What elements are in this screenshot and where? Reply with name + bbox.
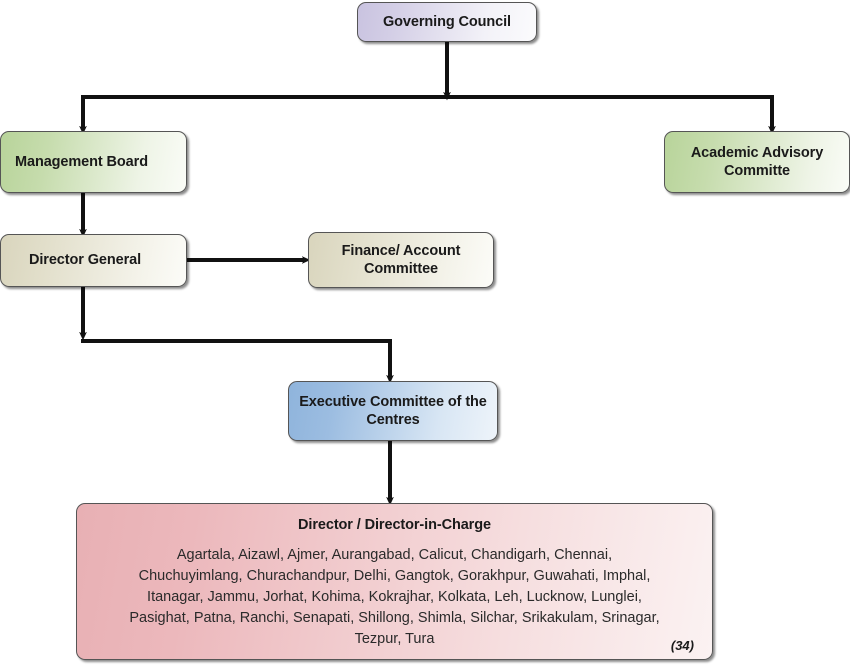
node-executive-committee-of-the-centres[interactable]: Executive Committee of the Centres [288,381,498,441]
node-director-general[interactable]: Director General [0,234,187,287]
centres-count-badge: (34) [670,638,694,653]
node-governing-council-label: Governing Council [382,13,511,30]
node-finance-account-committee[interactable]: Finance/ Account Committee [308,232,494,288]
node-academic-advisory-committee-label: Academic Advisory Committe [690,144,824,179]
node-governing-council[interactable]: Governing Council [357,2,537,42]
node-director-in-charge-label: Director / Director-in-Charge [298,517,491,533]
centres-list-line-1: Agartala, Aizawl, Ajmer, Aurangabad, Cal… [176,547,613,564]
node-executive-committee-of-the-centres-label: Executive Committee of the Centres [299,393,487,428]
node-management-board[interactable]: Management Board [0,131,187,193]
centres-list-line-5: Tezpur, Tura [354,631,435,648]
connector-director-general-to-executive-committee [79,287,394,384]
centres-list-line-3: Itanagar, Jammu, Jorhat, Kohima, Kokrajh… [147,589,642,606]
node-management-board-label: Management Board [15,153,148,170]
node-director-general-label: Director General [29,252,142,269]
centres-list-line-4: Pasighat, Patna, Ranchi, Senapati, Shill… [129,610,660,627]
node-academic-advisory-committee[interactable]: Academic Advisory Committe [664,131,850,193]
centres-list-line-2: Chuchuyimlang, Churachandpur, Delhi, Gan… [138,568,651,585]
node-director-in-charge[interactable]: Director / Director-in-Charge Agartala, … [76,503,713,660]
node-finance-account-committee-label: Finance/ Account Committee [341,242,461,277]
centres-list: Agartala, Aizawl, Ajmer, Aurangabad, Cal… [111,545,677,650]
